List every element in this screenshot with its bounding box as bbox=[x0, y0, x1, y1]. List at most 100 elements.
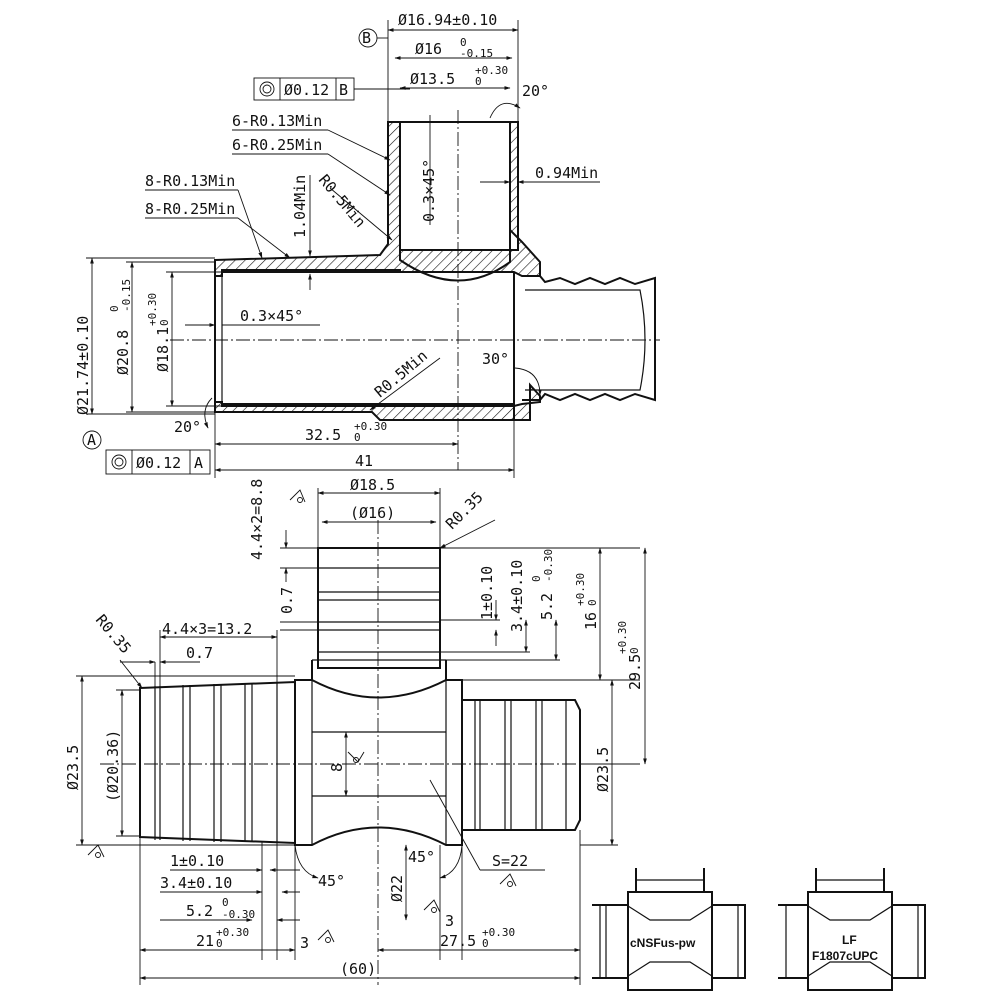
dim-d181-tol-dn: 0 bbox=[158, 319, 171, 326]
dim-34-top: 3.4±0.10 bbox=[508, 560, 526, 632]
note-8-r025: 8-R0.25Min bbox=[145, 200, 235, 218]
dim-d2174: Ø21.74±0.10 bbox=[74, 316, 92, 415]
dim-d135: Ø13.5 bbox=[410, 70, 455, 88]
dim-d208-tol-dn: -0.15 bbox=[120, 279, 133, 312]
body-outline bbox=[294, 679, 463, 846]
fcf-b-ref: B bbox=[339, 81, 348, 99]
pitch-top: 4.4×2=8.8 bbox=[248, 479, 266, 560]
dim-3-left: 3 bbox=[300, 934, 309, 952]
dim-8: 8 bbox=[328, 763, 346, 772]
datum-b-label: B bbox=[362, 29, 371, 47]
dim-16-top-tol-dn: 0 bbox=[586, 599, 599, 606]
dim-52-top-tol-dn: -0.30 bbox=[542, 549, 555, 582]
wall-094: 0.94Min bbox=[535, 164, 598, 182]
datum-a-label: A bbox=[87, 431, 96, 449]
w07-top: 0.7 bbox=[278, 587, 296, 614]
dim-21-tol-up: +0.30 bbox=[216, 926, 249, 939]
dim-d181-tol-up: +0.30 bbox=[146, 293, 159, 326]
note-r05-top: R0.5Min bbox=[315, 171, 369, 231]
surface-symbol-6 bbox=[423, 899, 441, 913]
surface-symbol-2 bbox=[347, 751, 365, 763]
branch-bore bbox=[399, 122, 511, 282]
dim-21-tol-dn: 0 bbox=[216, 937, 223, 950]
dim-52-top: 5.2 bbox=[538, 593, 556, 620]
angle-45-left: 45° bbox=[318, 872, 345, 890]
surface-symbol-4 bbox=[499, 873, 517, 887]
marking-detail-right: LF F1807cUPC bbox=[778, 868, 926, 991]
dim-d235-left: Ø23.5 bbox=[64, 745, 82, 790]
dim-52-bot: 5.2 bbox=[186, 902, 213, 920]
fcf-a-ref: A bbox=[194, 454, 203, 472]
dim-295-tol-dn: 0 bbox=[628, 647, 641, 654]
dim-d181: Ø18.1 bbox=[154, 327, 172, 372]
right-barb-outlet bbox=[522, 275, 656, 402]
exterior-view bbox=[100, 520, 600, 985]
exterior-dimensions: Ø18.5 (Ø16) R0.35 4.4×2=8.8 0.7 1±0.10 3… bbox=[64, 476, 647, 985]
angle-45-right: 45° bbox=[408, 848, 435, 866]
dim-275: 27.5 bbox=[440, 932, 476, 950]
dim-d22: Ø22 bbox=[388, 875, 406, 902]
surface-symbol-5 bbox=[317, 929, 335, 943]
dim-52-top-tol-up: 0 bbox=[530, 575, 543, 582]
marking-right-line1: LF bbox=[842, 933, 857, 947]
fcf-a-value: Ø0.12 bbox=[136, 454, 181, 472]
right-barb-outline bbox=[461, 699, 581, 831]
dim-d16-tol-dn: -0.15 bbox=[460, 47, 493, 60]
surface-symbol-3 bbox=[87, 844, 105, 858]
dim-60: (60) bbox=[340, 960, 376, 978]
dim-21: 21 bbox=[196, 932, 214, 950]
dim-41: 41 bbox=[355, 452, 373, 470]
dim-1-bot: 1±0.10 bbox=[170, 852, 224, 870]
dim-295-tol-up: +0.30 bbox=[616, 621, 629, 654]
dim-3-right: 3 bbox=[445, 912, 454, 930]
note-r035-top: R0.35 bbox=[442, 488, 487, 533]
dim-d185: Ø18.5 bbox=[350, 476, 395, 494]
dim-d16p: (Ø16) bbox=[350, 504, 395, 522]
marking-right-line2: F1807cUPC bbox=[812, 949, 878, 963]
dim-295: 29.5 bbox=[626, 654, 644, 690]
note-6-r013: 6-R0.13Min bbox=[232, 112, 322, 130]
left-dimensions: Ø21.74±0.10 Ø20.8 0 -0.15 Ø18.1 +0.30 0 … bbox=[74, 257, 542, 478]
pitch-left: 4.4×3=13.2 bbox=[162, 620, 252, 638]
chamfer-top: 0.3×45° bbox=[420, 159, 438, 222]
marking-left-text: cNSFus-pw bbox=[630, 936, 696, 950]
dim-52-bot-tol-up: 0 bbox=[222, 896, 229, 909]
fcf-a bbox=[105, 449, 211, 475]
dim-325-tol-up: +0.30 bbox=[354, 420, 387, 433]
dim-16-top: 16 bbox=[582, 612, 600, 630]
dim-1-top: 1±0.10 bbox=[478, 566, 496, 620]
top-dimensions: Ø16.94±0.10 Ø16 0 -0.15 Ø13.5 +0.30 0 20… bbox=[145, 11, 600, 290]
angle-20-top: 20° bbox=[522, 82, 549, 100]
dim-s22: S=22 bbox=[492, 852, 528, 870]
dim-d1694: Ø16.94±0.10 bbox=[398, 11, 497, 29]
surface-symbol-1 bbox=[289, 489, 306, 503]
dim-325-tol-dn: 0 bbox=[354, 431, 361, 444]
left-barb-outline bbox=[139, 680, 296, 845]
angle-20-left: 20° bbox=[174, 418, 201, 436]
angle-30: 30° bbox=[482, 350, 509, 368]
branch-top-outline bbox=[317, 547, 441, 669]
dim-d2036: (Ø20.36) bbox=[104, 730, 122, 802]
dim-d235-right: Ø23.5 bbox=[594, 747, 612, 792]
dim-275-tol-dn: 0 bbox=[482, 937, 489, 950]
wall-104: 1.04Min bbox=[291, 175, 309, 238]
datum-a-symbol bbox=[82, 430, 102, 450]
section-view bbox=[170, 110, 660, 470]
note-6-r025: 6-R0.25Min bbox=[232, 136, 322, 154]
dim-d16: Ø16 bbox=[415, 40, 442, 58]
dim-d135-tol-dn: 0 bbox=[475, 75, 482, 88]
dim-275-tol-up: +0.30 bbox=[482, 926, 515, 939]
dim-52-bot-tol-dn: -0.30 bbox=[222, 908, 255, 921]
fcf-b-value: Ø0.12 bbox=[284, 81, 329, 99]
dim-d16-tol-up: 0 bbox=[460, 36, 467, 49]
dim-34-bot: 3.4±0.10 bbox=[160, 874, 232, 892]
dim-d208: Ø20.8 bbox=[114, 330, 132, 375]
dim-16-top-tol-up: +0.30 bbox=[574, 573, 587, 606]
marking-detail-left: cNSFus-pw bbox=[592, 868, 746, 991]
dim-d135-tol-up: +0.30 bbox=[475, 64, 508, 77]
note-8-r013: 8-R0.13Min bbox=[145, 172, 235, 190]
w07-left: 0.7 bbox=[186, 644, 213, 662]
chamfer-left: 0.3×45° bbox=[240, 307, 303, 325]
dim-d208-tol-up: 0 bbox=[108, 305, 121, 312]
